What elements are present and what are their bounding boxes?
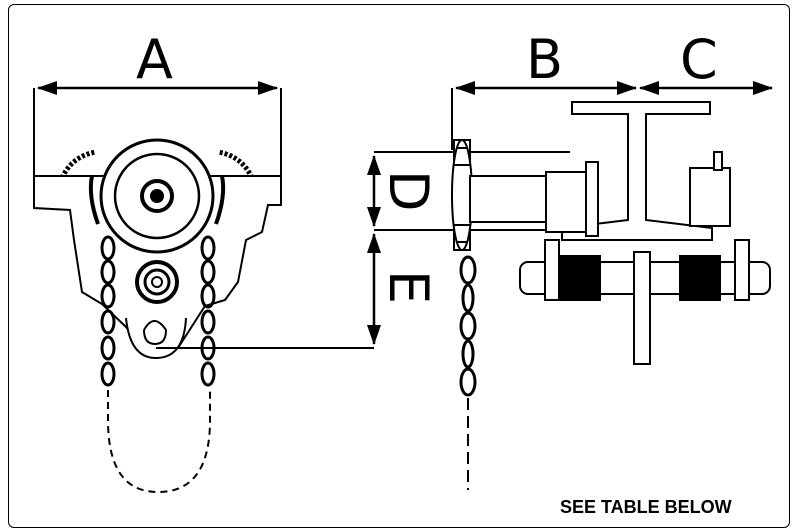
sprocket-inner [143,268,171,296]
wheel-rim [113,152,201,240]
side-plate-bottom-right [734,239,750,301]
side-block-left [545,171,587,233]
i-beam [561,101,713,241]
side-view-trolley [451,81,773,490]
see-table-note: SEE TABLE BELOW [560,497,732,517]
wheel-hub [140,179,174,213]
side-bracket-left [585,161,599,237]
hook-eye-hole [143,320,168,346]
wheel-axle [150,189,164,203]
side-block-right [689,167,731,227]
hand-chain-left [100,235,116,387]
hand-chain-right [200,235,216,387]
chain-sprocket [135,260,179,304]
gear-right [217,149,255,180]
side-bolt-right [713,151,723,171]
front-view-trolley [33,81,374,494]
spacer-left [559,255,601,301]
label-d: D [377,170,440,212]
wheel-shadow-right [214,175,226,225]
label-e: E [377,270,440,304]
spacer-right [679,255,721,301]
label-b: B [526,28,563,91]
label-c: C [680,28,718,91]
side-plate-bottom-left [544,239,560,301]
label-a: A [136,28,173,91]
load-hanger [633,251,651,365]
chain-loop [107,390,211,494]
gear-left [59,149,97,180]
side-axle-housing [469,175,551,223]
dim-d-e [367,151,570,345]
wheel-shadow-left [88,175,100,225]
sprocket-hub [151,276,163,288]
side-chain [459,255,477,397]
